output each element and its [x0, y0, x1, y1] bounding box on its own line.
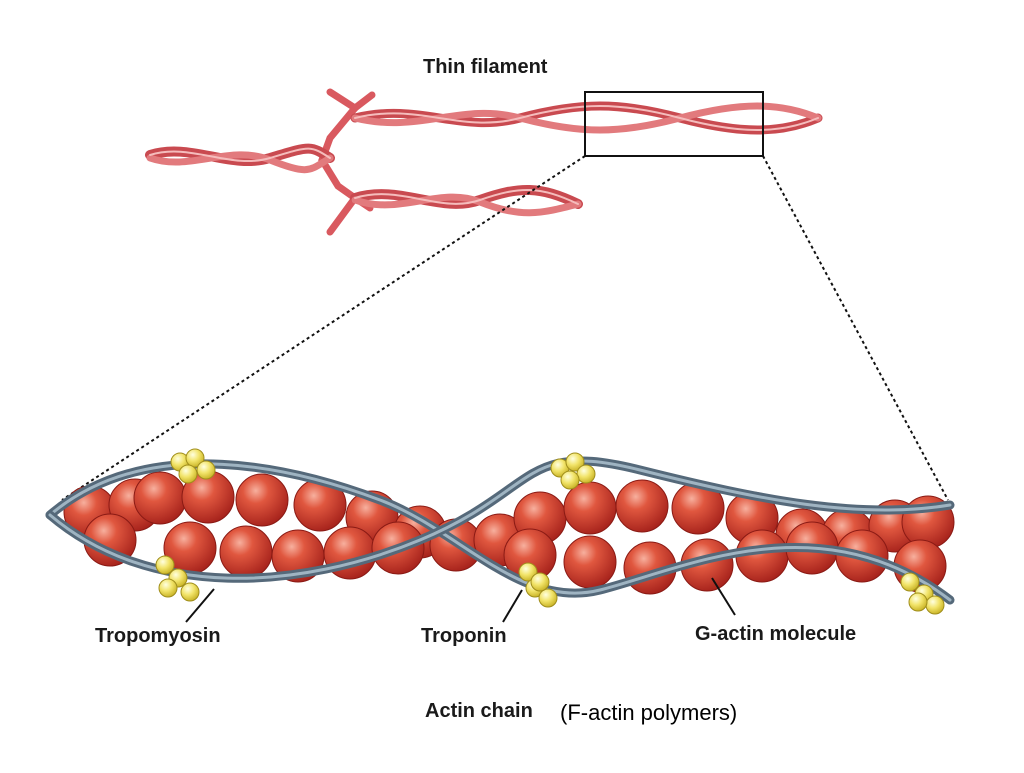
- troponin-sphere: [180, 582, 200, 602]
- g-actin-pointer: [711, 577, 736, 616]
- troponin-sphere: [155, 555, 175, 575]
- troponin-sphere: [196, 460, 216, 480]
- actin-chain: [45, 448, 955, 615]
- troponin-cluster: [170, 448, 216, 484]
- troponin-cluster: [900, 572, 945, 615]
- g-actin-bead: [133, 471, 187, 525]
- g-actin-bead: [219, 525, 273, 579]
- troponin-sphere: [530, 572, 550, 592]
- g-actin-bead: [235, 473, 289, 527]
- zoom-line-left: [61, 155, 586, 501]
- zoom-line-right: [762, 155, 949, 501]
- troponin-pointer: [502, 589, 523, 623]
- g-actin-molecules: [63, 470, 955, 595]
- troponin-sphere: [576, 464, 596, 484]
- magnification-box: [584, 91, 764, 157]
- g-actin-molecule-label: G-actin molecule: [695, 623, 857, 645]
- troponin-sphere: [908, 592, 928, 612]
- actin-chain-label: Actin chain: [425, 700, 533, 722]
- troponin-sphere: [538, 588, 558, 608]
- troponin-sphere: [925, 595, 945, 615]
- thin-filament-overview: [145, 88, 823, 236]
- g-actin-bead: [563, 481, 617, 535]
- filament-strand-left: [145, 143, 335, 174]
- troponin-cluster: [550, 452, 596, 490]
- thin-filament-title: Thin filament: [423, 56, 548, 78]
- troponin-label: Troponin: [421, 625, 507, 647]
- g-actin-bead: [615, 479, 669, 533]
- filament-strand-lower: [350, 184, 583, 217]
- filament-strand-upper: [350, 101, 823, 135]
- troponin-sphere: [158, 578, 178, 598]
- tropomyosin-pointer: [185, 588, 215, 623]
- troponin-sphere: [185, 448, 205, 468]
- troponin-cluster: [518, 562, 558, 608]
- troponin-sphere: [560, 470, 580, 490]
- troponin-sphere: [178, 464, 198, 484]
- tropomyosin-label: Tropomyosin: [95, 625, 221, 647]
- troponin-complexes: [155, 448, 945, 615]
- f-actin-polymers-label: (F-actin polymers): [560, 700, 738, 725]
- troponin-sphere: [900, 572, 920, 592]
- g-actin-bead: [563, 535, 617, 589]
- tropomyosin-strands: [45, 456, 955, 605]
- troponin-sphere: [565, 452, 585, 472]
- troponin-cluster: [155, 555, 200, 602]
